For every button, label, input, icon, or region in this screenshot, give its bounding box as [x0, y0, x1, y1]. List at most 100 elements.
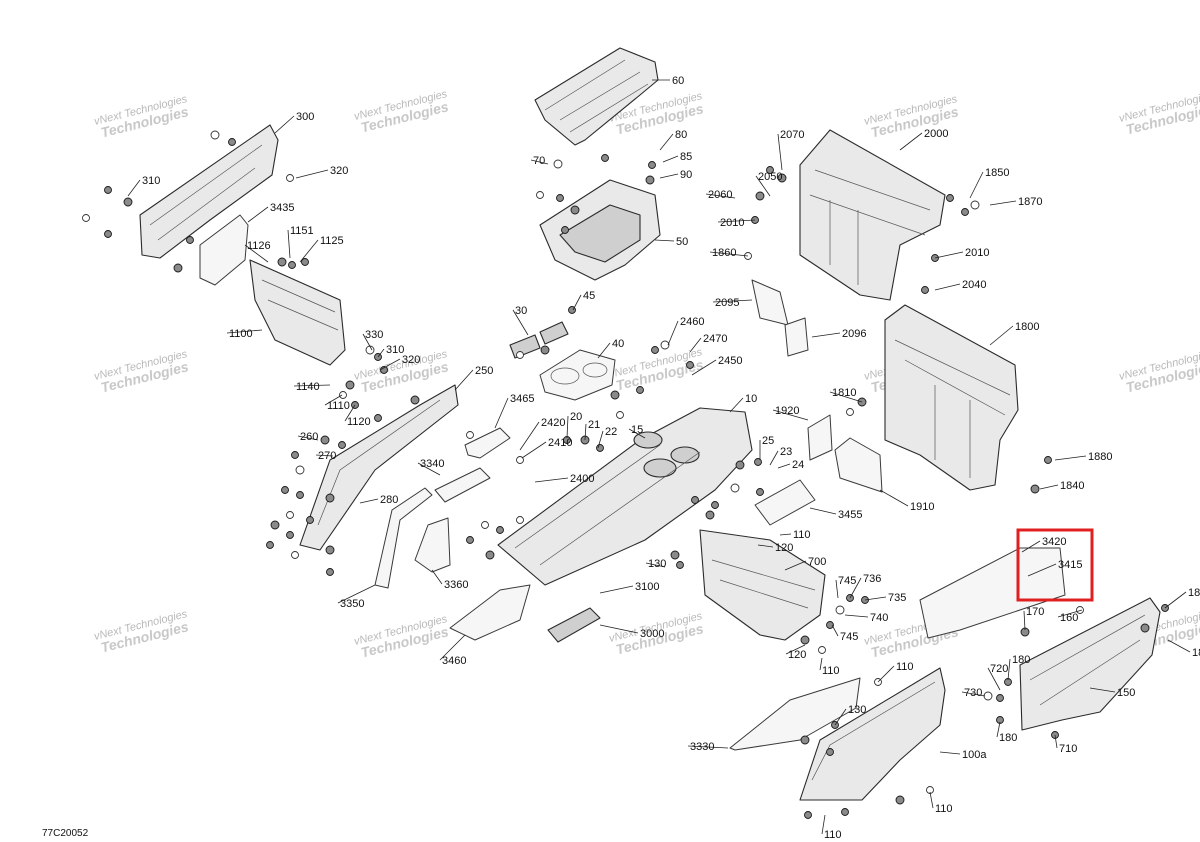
- leader-line-110d: [929, 791, 934, 809]
- leader-line-730: [961, 691, 986, 697]
- leader-line-3460: [439, 634, 466, 661]
- fastener-icon: [676, 561, 684, 569]
- leader-line-3350: [337, 584, 376, 604]
- callout-280: 280: [380, 494, 398, 506]
- callout-130: 130: [648, 558, 666, 570]
- fastener-icon: [556, 194, 564, 202]
- callout-30: 30: [515, 305, 527, 317]
- leader-line-22: [597, 430, 604, 449]
- fastener-icon: [306, 516, 314, 524]
- callout-1870: 1870: [1018, 196, 1042, 208]
- callout-40: 40: [612, 338, 624, 350]
- leader-line-3340: [417, 462, 441, 476]
- leader-line-710: [1054, 734, 1058, 749]
- fastener-icon: [325, 493, 335, 503]
- leader-line-300: [274, 115, 295, 134]
- leader-line-3415: [1027, 563, 1057, 577]
- callout-layer: 6080859070503003103203435112611511125110…: [127, 75, 1200, 841]
- callout-2460: 2460: [680, 316, 704, 328]
- callout-2010b: 2010: [965, 247, 989, 259]
- diagram-reference-code: 77C20052: [42, 828, 89, 839]
- callout-1880: 1880: [1088, 451, 1112, 463]
- callout-45: 45: [583, 290, 595, 302]
- fastener-icon: [466, 431, 474, 439]
- callout-20: 20: [570, 411, 582, 423]
- part-3330-trim: [729, 677, 861, 751]
- callout-1110: 1110: [327, 400, 350, 412]
- callout-3415: 3415: [1058, 559, 1082, 571]
- leader-line-2095: [712, 299, 753, 303]
- callout-15: 15: [631, 424, 643, 436]
- leader-line-40: [597, 342, 611, 359]
- fastener-icon: [410, 395, 420, 405]
- fastener-icon: [983, 691, 993, 701]
- leader-line-120: [757, 544, 774, 548]
- callout-3360: 3360: [444, 579, 468, 591]
- callout-3435: 3435: [270, 202, 294, 214]
- callout-1910: 1910: [910, 501, 934, 513]
- leader-line-250: [454, 369, 474, 391]
- fastener-icon: [320, 435, 330, 445]
- leader-line-20: [566, 415, 569, 439]
- fastener-icon: [291, 451, 299, 459]
- callout-22: 22: [605, 426, 617, 438]
- leader-line-2060: [705, 193, 736, 199]
- fastener-icon: [540, 345, 550, 355]
- callout-710: 710: [1059, 743, 1077, 755]
- fastener-icon: [755, 191, 765, 201]
- fastener-icon: [338, 441, 346, 449]
- leader-line-310: [127, 179, 141, 197]
- fastener-icon: [777, 173, 787, 183]
- callout-2400: 2400: [570, 473, 594, 485]
- callout-3330: 3330: [690, 741, 714, 753]
- callout-2060: 2060: [708, 189, 732, 201]
- callout-1140: 1140: [296, 381, 320, 393]
- fastener-icon: [651, 346, 659, 354]
- fastener-icon: [670, 550, 680, 560]
- leader-line-1140: [293, 384, 331, 387]
- leader-line-130: [645, 562, 666, 568]
- callout-21: 21: [588, 419, 600, 431]
- leader-line-1120: [344, 404, 356, 422]
- callout-90: 90: [680, 169, 692, 181]
- leader-line-2470: [689, 337, 702, 353]
- callout-110d: 110: [935, 803, 953, 815]
- callout-2010: 2010: [720, 217, 744, 229]
- callout-80: 80: [675, 129, 687, 141]
- leader-line-1110: [324, 394, 343, 406]
- callout-720: 720: [990, 663, 1008, 675]
- fastener-icon: [228, 138, 236, 146]
- callout-2410: 2410: [548, 437, 572, 449]
- fastener-icon: [610, 390, 620, 400]
- callout-2450: 2450: [718, 355, 742, 367]
- callout-700: 700: [808, 556, 826, 568]
- callout-3455: 3455: [838, 509, 862, 521]
- leader-line-1860: [709, 251, 749, 257]
- fastener-icon: [636, 386, 644, 394]
- fastener-icon: [326, 568, 334, 576]
- fastener-icon: [826, 748, 834, 756]
- leader-line-1880: [1054, 455, 1087, 461]
- fastener-icon: [286, 511, 294, 519]
- leader-line-2420: [519, 421, 540, 451]
- leader-line-150: [1089, 687, 1116, 693]
- leader-line-320b: [379, 358, 401, 371]
- callout-2470: 2470: [703, 333, 727, 345]
- leader-line-2010b: [934, 251, 964, 259]
- fastener-icon: [295, 465, 305, 475]
- fastener-icon: [754, 458, 762, 466]
- leader-line-2070: [777, 133, 783, 171]
- fastener-icon: [686, 361, 694, 369]
- callout-320: 320: [330, 165, 348, 177]
- callout-1120: 1120: [347, 416, 371, 428]
- callout-10: 10: [745, 393, 757, 405]
- part-3000-switch: [547, 607, 601, 643]
- leader-line-1125: [299, 239, 319, 263]
- leader-line-180b: [1007, 658, 1011, 681]
- callout-1810: 1810: [832, 387, 856, 399]
- callout-25: 25: [762, 435, 774, 447]
